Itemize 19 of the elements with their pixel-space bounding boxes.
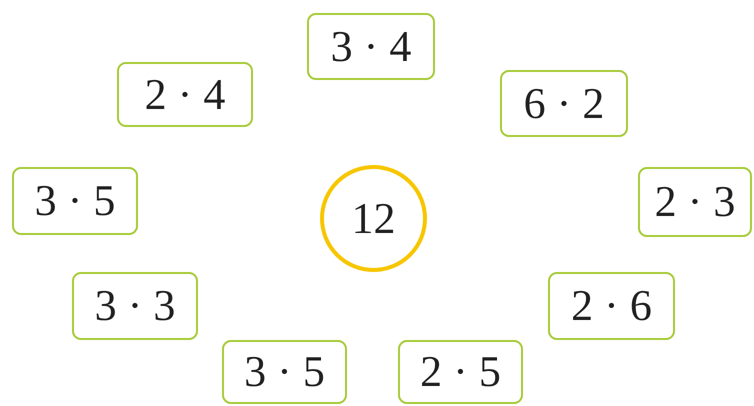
number-box bbox=[638, 167, 752, 237]
number-box bbox=[222, 340, 347, 404]
expression-text: 3 · 4 bbox=[330, 24, 412, 68]
expression-text: 6 · 2 bbox=[524, 82, 604, 126]
number-box bbox=[117, 62, 253, 127]
expression-text: 2 · 5 bbox=[420, 350, 501, 394]
expression-text: 3 · 5 bbox=[244, 350, 325, 394]
number-box bbox=[548, 272, 675, 340]
expression-text: 12 bbox=[352, 196, 396, 240]
expression-text: 3 · 5 bbox=[34, 179, 116, 223]
expression-text: 2 · 3 bbox=[654, 180, 736, 224]
number-box bbox=[500, 70, 628, 137]
number-box bbox=[307, 13, 435, 80]
number-box bbox=[72, 272, 198, 340]
expression-text: 2 · 4 bbox=[144, 72, 226, 116]
number-box bbox=[12, 167, 138, 235]
expression-text: 3 · 3 bbox=[94, 284, 176, 328]
expression-text: 2 · 6 bbox=[571, 284, 652, 328]
number-box bbox=[398, 340, 523, 404]
